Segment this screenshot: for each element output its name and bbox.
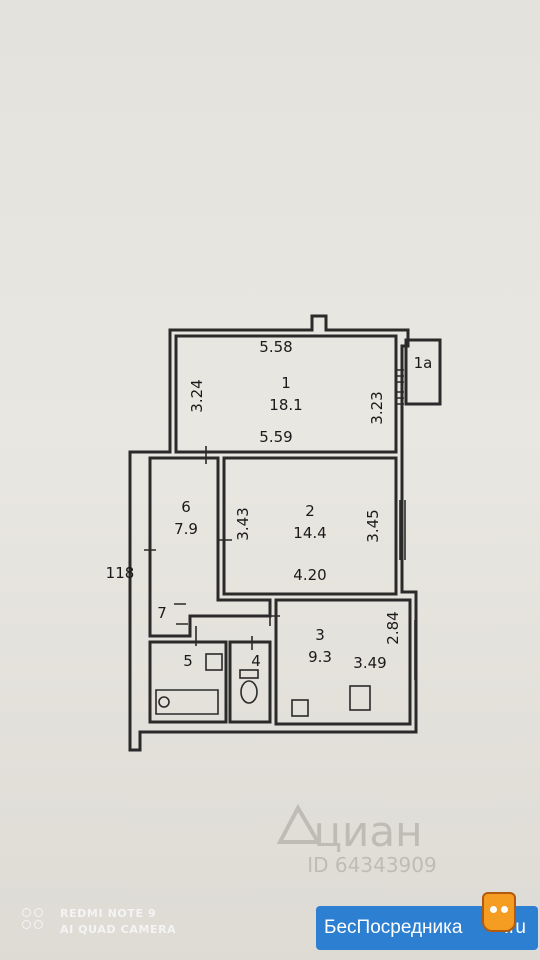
bathtub-drain xyxy=(158,696,170,708)
room-5-number: 5 xyxy=(183,652,193,670)
balcony-label: 1a xyxy=(414,354,433,372)
room-6-outline xyxy=(148,456,272,638)
toilet-tank xyxy=(239,669,259,679)
room-2-dim-right: 3.45 xyxy=(364,509,382,542)
room-2-number: 2 xyxy=(305,502,315,520)
camera-dots-icon xyxy=(22,908,52,936)
room-1-outline xyxy=(174,334,398,454)
room-1-dim-bottom: 5.59 xyxy=(259,428,292,446)
room-1-dim-left: 3.24 xyxy=(188,379,206,412)
watermark-brand: циан xyxy=(313,807,422,856)
room-6-number: 6 xyxy=(181,498,191,516)
room-2-outline xyxy=(222,456,398,596)
sink-symbol xyxy=(205,653,223,671)
balcony-outline xyxy=(404,338,442,406)
room-1-number: 1 xyxy=(281,374,291,392)
room-2-dim-bottom: 4.20 xyxy=(293,566,326,584)
side-dimension: 118 xyxy=(106,564,135,582)
room-1-dim-top: 5.58 xyxy=(259,338,292,356)
camera-model: REDMI NOTE 9 xyxy=(60,907,157,920)
window-room-1 xyxy=(396,369,404,405)
stove-symbol xyxy=(349,685,371,711)
room-2-area: 14.4 xyxy=(293,524,326,542)
outer-wall xyxy=(128,314,418,752)
camera-caption: AI QUAD CAMERA xyxy=(60,923,177,936)
window-room-3 xyxy=(409,620,416,680)
room-1-dim-right: 3.23 xyxy=(368,391,386,424)
toilet-bowl xyxy=(240,680,258,704)
room-4-number: 4 xyxy=(251,652,261,670)
room-1-area: 18.1 xyxy=(269,396,302,414)
room-7-number: 7 xyxy=(157,604,167,622)
window-room-2 xyxy=(399,500,406,560)
room-3-outline xyxy=(274,598,412,726)
room-6-area: 7.9 xyxy=(174,520,198,538)
room-3-dim-right: 2.84 xyxy=(384,611,402,644)
kitchen-sink-symbol xyxy=(291,699,309,717)
mascot-icon xyxy=(482,892,516,932)
camera-watermark: REDMI NOTE 9 AI QUAD CAMERA xyxy=(60,906,176,938)
room-5-outline xyxy=(148,640,228,724)
room-4-outline xyxy=(228,640,272,724)
watermark-id: ID 64343909 xyxy=(307,853,436,877)
room-3-number: 3 xyxy=(315,626,325,644)
room-3-area: 9.3 xyxy=(308,648,332,666)
bathtub xyxy=(155,689,219,715)
room-3-dim-inner: 3.49 xyxy=(353,654,386,672)
room-2-dim-left: 3.43 xyxy=(234,507,252,540)
site-badge-name: БесПосредника xyxy=(324,917,463,938)
door-marks xyxy=(144,446,280,650)
watermark-logo-icon xyxy=(276,803,322,844)
